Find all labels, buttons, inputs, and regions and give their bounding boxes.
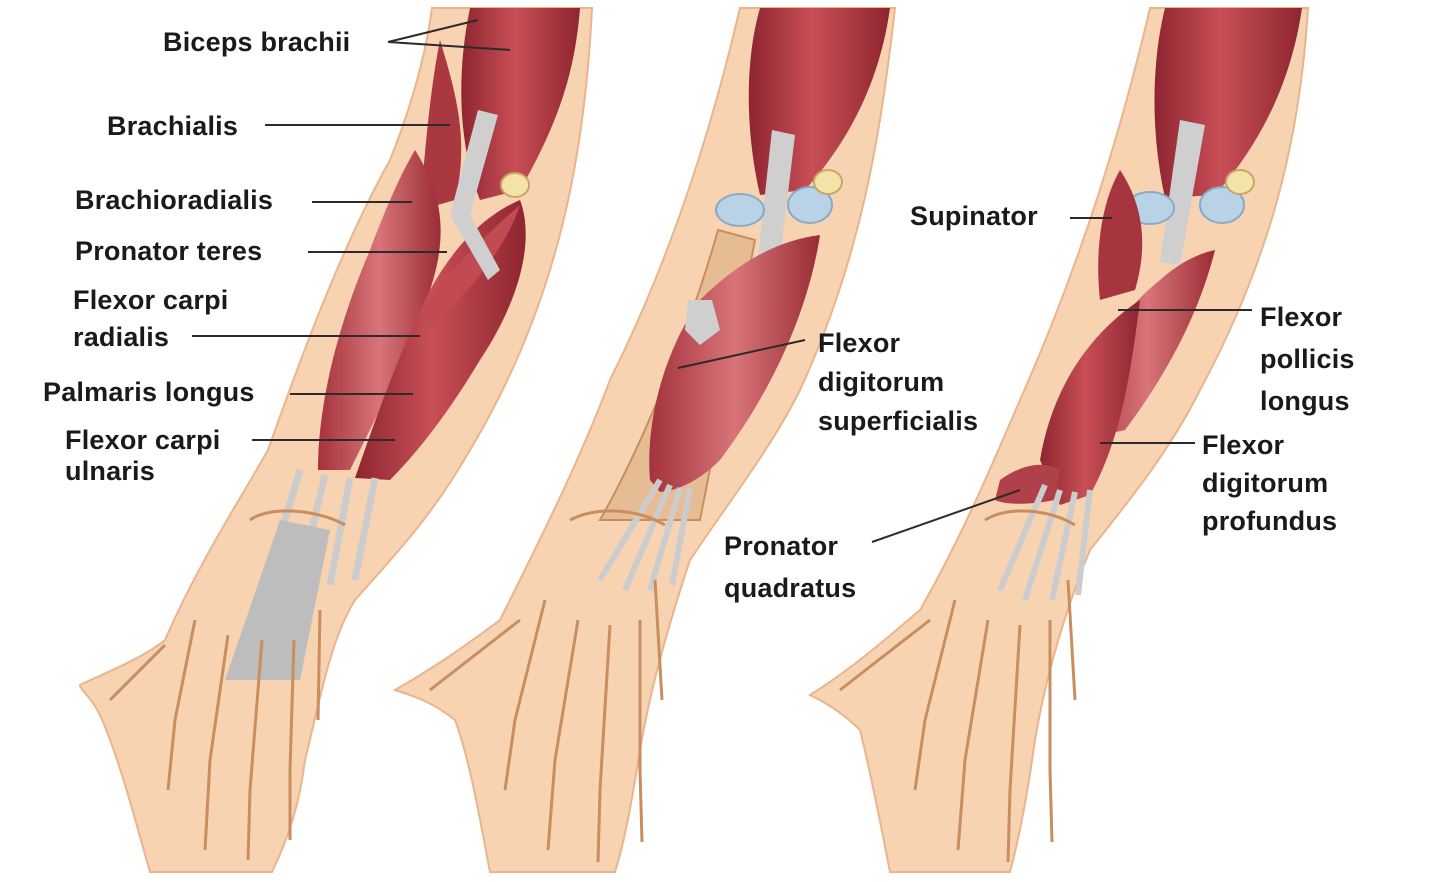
leader-biceps-brachii-a bbox=[387, 19, 479, 43]
label-pronator-quadratus: Pronator quadratus bbox=[724, 531, 857, 603]
epicondyle-3 bbox=[1225, 169, 1255, 195]
arm-intermediate bbox=[392, 7, 897, 873]
label-flexor-carpi-radialis: Flexor carpi radialis bbox=[73, 285, 229, 352]
label-palmaris-longus: Palmaris longus bbox=[43, 377, 255, 407]
cartilage-lateral-3 bbox=[1199, 186, 1245, 224]
label-flexor-pollicis-longus: Flexor pollicis longus bbox=[1260, 302, 1355, 416]
label-biceps-brachii: Biceps brachii bbox=[163, 27, 351, 57]
leader-flexor-digitorum-superficialis bbox=[677, 339, 806, 369]
label-flexor-digitorum-superficialis: Flexor digitorum superficialis bbox=[818, 328, 979, 436]
muscle-pronator-teres-1 bbox=[420, 205, 520, 330]
hand-bones-2 bbox=[429, 509, 666, 863]
epicondyle-1 bbox=[500, 172, 530, 198]
hand-bones-3 bbox=[839, 509, 1077, 863]
muscle-brachioradialis-1 bbox=[318, 150, 441, 470]
leader-pronator-quadratus bbox=[871, 489, 1021, 543]
forearm-tendons-2 bbox=[597, 478, 693, 592]
muscle-supinator-3 bbox=[1098, 170, 1143, 300]
muscle-biceps-brachii-1 bbox=[461, 8, 580, 200]
muscle-flexor-digitorum-superficialis-2 bbox=[649, 235, 820, 492]
cartilage-lateral-2 bbox=[787, 186, 833, 224]
tendon-notch-2 bbox=[685, 300, 720, 345]
biceps-tendon-2 bbox=[758, 130, 795, 260]
biceps-tendon-3 bbox=[1160, 120, 1205, 265]
label-flexor-carpi-ulnaris: Flexor carpi ulnaris bbox=[65, 425, 221, 486]
label-pronator-teres: Pronator teres bbox=[75, 236, 263, 266]
forearm-tendons-3 bbox=[997, 483, 1093, 601]
label-brachioradialis: Brachioradialis bbox=[75, 185, 274, 215]
epicondyle-2 bbox=[813, 169, 843, 195]
arm-deep bbox=[807, 7, 1310, 873]
biceps-tendon-1 bbox=[450, 110, 500, 280]
palmar-aponeurosis-1 bbox=[225, 520, 330, 680]
leader-biceps-brachii-b bbox=[387, 41, 511, 51]
leader-lines bbox=[192, 19, 1252, 543]
label-brachialis: Brachialis bbox=[107, 111, 239, 141]
label-flexor-digitorum-profundus: Flexor digitorum profundus bbox=[1202, 430, 1338, 536]
hand-bones-1 bbox=[108, 509, 346, 861]
cartilage-medial-2 bbox=[715, 193, 765, 227]
muscle-flexor-digitorum-profundus-3 bbox=[1040, 300, 1140, 505]
label-supinator: Supinator bbox=[910, 201, 1038, 231]
